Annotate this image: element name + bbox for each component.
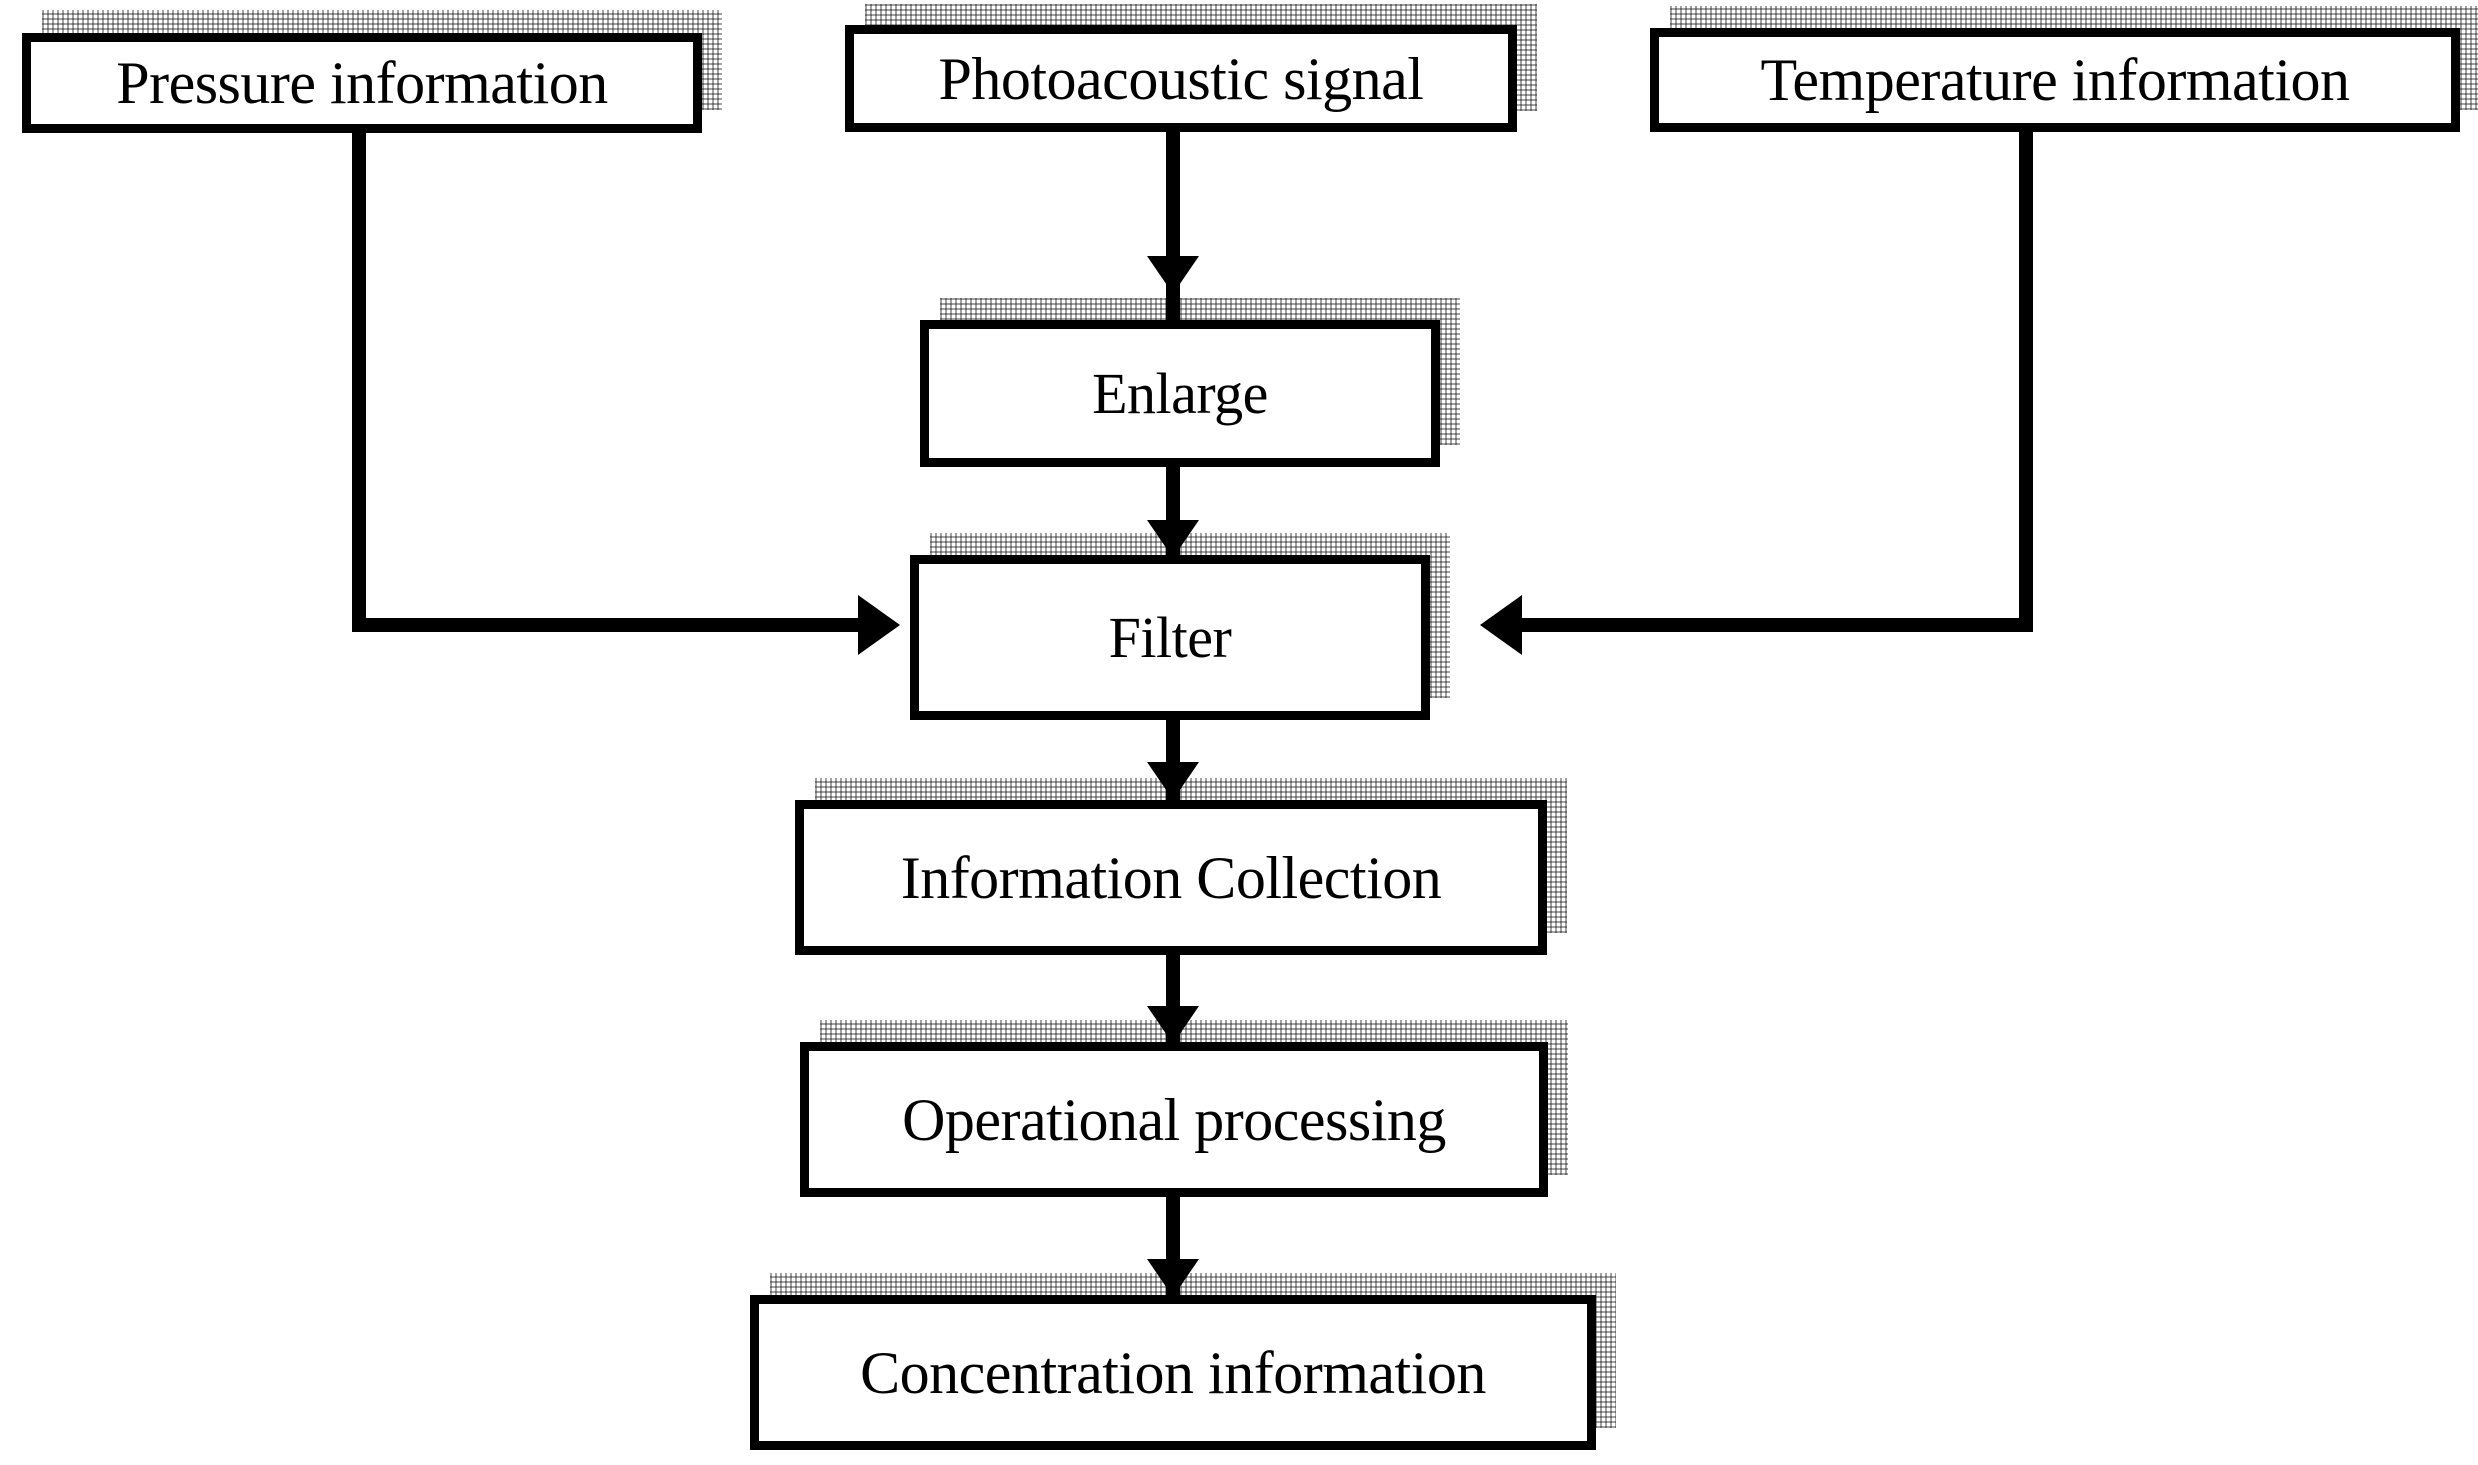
node-information-collection[interactable]: Information Collection <box>795 800 1547 955</box>
arrowhead-enlarge-to-filter <box>1147 520 1199 558</box>
node-concentration-information[interactable]: Concentration information <box>750 1295 1596 1450</box>
node-label-temperature-information: Temperature information <box>1760 47 2350 113</box>
arrowhead-photoacoustic-to-enlarge <box>1147 256 1199 294</box>
node-photoacoustic-signal[interactable]: Photoacoustic signal <box>845 25 1517 132</box>
arrowhead-operational-processing-to-concentration <box>1147 1259 1199 1297</box>
arrowhead-pressure-to-filter <box>858 595 900 655</box>
connector-pressure-horizontal <box>352 618 862 632</box>
connector-pressure-vertical <box>352 133 366 632</box>
node-temperature-information[interactable]: Temperature information <box>1650 28 2460 132</box>
node-label-pressure-information: Pressure information <box>116 50 608 116</box>
node-label-photoacoustic-signal: Photoacoustic signal <box>938 45 1424 112</box>
node-label-information-collection: Information Collection <box>900 844 1442 911</box>
node-label-enlarge: Enlarge <box>1092 360 1268 426</box>
connector-temperature-vertical <box>2019 132 2033 632</box>
arrowhead-information-collection-to-operational-processing <box>1147 1006 1199 1044</box>
node-label-filter: Filter <box>1108 604 1232 670</box>
connector-temperature-horizontal <box>1522 618 2033 632</box>
node-label-concentration-information: Concentration information <box>860 1339 1486 1406</box>
node-enlarge[interactable]: Enlarge <box>920 320 1440 467</box>
arrowhead-temperature-to-filter <box>1480 595 1522 655</box>
arrowhead-filter-to-information-collection <box>1147 762 1199 800</box>
node-label-operational-processing: Operational processing <box>902 1086 1446 1153</box>
node-filter[interactable]: Filter <box>910 555 1430 720</box>
node-pressure-information[interactable]: Pressure information <box>22 33 702 133</box>
node-operational-processing[interactable]: Operational processing <box>800 1042 1548 1197</box>
